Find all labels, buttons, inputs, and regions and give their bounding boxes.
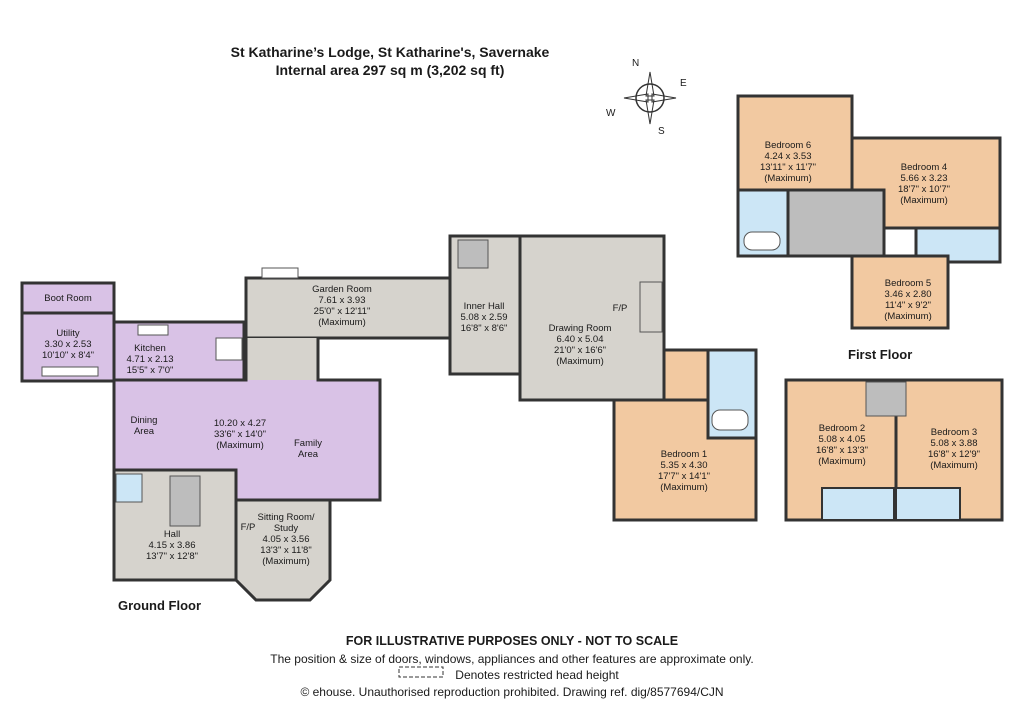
drawing-room-note: (Maximum): [556, 356, 604, 367]
dining-area-label-2: Area: [134, 426, 155, 437]
bedroom3-note: (Maximum): [930, 460, 978, 471]
bedroom5-imperial: 11'4" x 9'2": [885, 300, 931, 311]
hall-label: Hall: [164, 529, 180, 540]
bedroom3-imperial: 16'8" x 12'9": [928, 449, 980, 460]
sitting-room-shape: [234, 498, 332, 602]
dining-area-label: Dining: [131, 415, 158, 426]
bedroom4-label: Bedroom 4: [901, 162, 947, 173]
compass-east-label: E: [680, 78, 687, 89]
bedroom2-metric: 5.08 x 4.05: [818, 434, 865, 445]
first-floor-label: First Floor: [848, 347, 913, 362]
inner-hall-label: Inner Hall: [464, 301, 505, 312]
hall-metric: 4.15 x 3.86: [148, 540, 195, 551]
bedroom5-label: Bedroom 5: [885, 278, 931, 289]
bedroom2-note: (Maximum): [818, 456, 866, 467]
bedroom4-imperial: 18'7" x 10'7": [898, 184, 950, 195]
kitchen-label: Kitchen: [134, 343, 166, 354]
bedroom1-metric: 5.35 x 4.30: [660, 460, 707, 471]
bedroom1-label: Bedroom 1: [661, 449, 707, 460]
dining-family-metric: 10.20 x 4.27: [214, 418, 266, 429]
kitchen-metric: 4.71 x 2.13: [126, 354, 173, 365]
bedroom6-metric: 4.24 x 3.53: [764, 151, 811, 162]
landing-top-shape: [786, 188, 886, 258]
inner-hall-imperial: 16'8" x 8'6": [461, 323, 508, 334]
kitchen-imperial: 15'5" x 7'0": [127, 365, 174, 376]
sitting-room-fireplace: F/P: [241, 522, 256, 533]
bedroom3-label: Bedroom 3: [931, 427, 977, 438]
sitting-room-label: Sitting Room/: [257, 512, 314, 523]
bedroom2-label: Bedroom 2: [819, 423, 865, 434]
garden-room-imperial: 25'0" x 12'11": [314, 306, 371, 317]
bedroom4-note: (Maximum): [900, 195, 948, 206]
sitting-room-metric: 4.05 x 3.56: [262, 534, 309, 545]
bedroom6-note: (Maximum): [764, 173, 812, 184]
inner-hall-metric: 5.08 x 2.59: [460, 312, 507, 323]
sitting-room-imperial: 13'3" x 11'8": [260, 545, 311, 556]
disclaimer-heading: FOR ILLUSTRATIVE PURPOSES ONLY - NOT TO …: [345, 634, 679, 648]
bedroom4-metric: 5.66 x 3.23: [900, 173, 947, 184]
utility-label: Utility: [56, 328, 79, 339]
drawing-room-fireplace: F/P: [613, 303, 628, 314]
bedroom3-metric: 5.08 x 3.88: [930, 438, 977, 449]
boot-room-shape: [20, 281, 116, 315]
drawing-room-label: Drawing Room: [549, 323, 612, 334]
sitting-room-label-2: Study: [274, 523, 299, 534]
drawing-room-imperial: 21'0" x 16'6": [554, 345, 606, 356]
plan-subtitle: Internal area 297 sq m (3,202 sq ft): [275, 62, 505, 78]
bedroom5-note: (Maximum): [884, 311, 932, 322]
sitting-room-note: (Maximum): [262, 556, 310, 567]
utility-imperial: 10'10" x 8'4": [42, 350, 94, 361]
garden-room-label: Garden Room: [312, 284, 372, 295]
plan-title: St Katharine’s Lodge, St Katharine's, Sa…: [230, 44, 550, 60]
family-area-label: Family: [294, 438, 322, 449]
family-area-label-2: Area: [298, 449, 319, 460]
bedroom1-imperial: 17'7" x 14'1": [658, 471, 710, 482]
bedroom5-shape: [850, 254, 950, 330]
compass-north-label: N: [632, 58, 640, 69]
dining-family-imperial: 33'6" x 14'0": [214, 429, 266, 440]
disclaimer-text: The position & size of doors, windows, a…: [270, 652, 754, 666]
garden-room-note: (Maximum): [318, 317, 366, 328]
ground-floor-label: Ground Floor: [118, 598, 202, 613]
bedroom1-note: (Maximum): [660, 482, 708, 493]
compass-south-label: S: [658, 126, 665, 137]
restricted-height-legend: Denotes restricted head height: [455, 668, 619, 682]
dining-family-note: (Maximum): [216, 440, 264, 451]
copyright-text: © ehouse. Unauthorised reproduction proh…: [300, 685, 724, 699]
bedroom6-shape: [736, 94, 854, 192]
compass-icon: [623, 71, 677, 125]
bedroom2-imperial: 16'8" x 13'3": [816, 445, 868, 456]
bedroom6-label: Bedroom 6: [765, 140, 811, 151]
utility-metric: 3.30 x 2.53: [44, 339, 91, 350]
compass-west-label: W: [606, 108, 616, 119]
bedroom6-imperial: 13'11" x 11'7": [760, 162, 816, 173]
hall-imperial: 13'7" x 12'8": [146, 551, 198, 562]
bedroom5-metric: 3.46 x 2.80: [884, 289, 931, 300]
drawing-room-metric: 6.40 x 5.04: [556, 334, 603, 345]
restricted-height-swatch: [398, 666, 444, 678]
garden-room-shape: [244, 276, 452, 340]
garden-room-metric: 7.61 x 3.93: [318, 295, 365, 306]
boot-room-label: Boot Room: [44, 293, 92, 304]
